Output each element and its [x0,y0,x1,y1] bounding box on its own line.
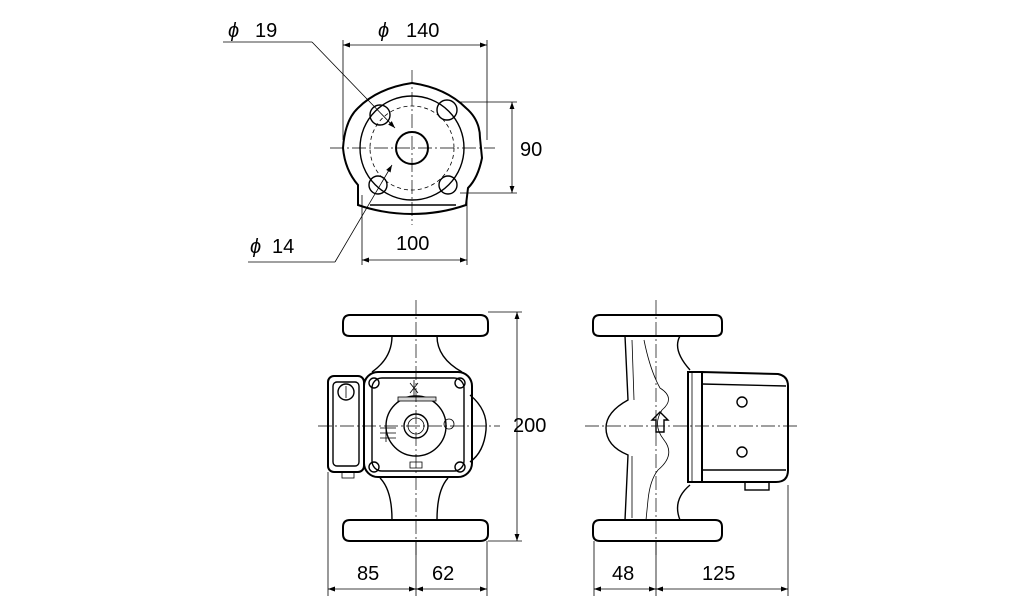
front-screw-bl [368,461,380,473]
side-top-flange [592,314,723,337]
dim-label-48: 48 [612,563,634,585]
dim-label-85: 85 [357,563,379,585]
dim-label-100: 100 [396,233,429,255]
front-motor-inner [371,377,465,472]
front-body-neck-bottom [379,477,449,521]
ce-mark [443,418,455,430]
bolt-hole-top-left [369,104,391,126]
side-body-right [676,335,691,521]
front-screw-tl [368,377,380,389]
flange-top-view [330,70,495,225]
dim-label-140: 140 [406,20,439,42]
side-screw-top [736,396,748,408]
dim-front-widths: 85 62 [327,472,488,596]
front-body-neck-top [371,335,463,373]
side-break-line-1 [643,339,670,521]
dim-flange-diameter: ϕ 140 [342,20,488,140]
svg-text:ϕ: ϕ [250,236,261,258]
dim-side-widths: 48 125 [593,485,789,596]
dim-label-62: 62 [432,563,454,585]
dim-hole-14: ϕ 14 [248,164,393,263]
side-terminal-box [744,481,770,491]
side-inner-pipe [631,339,635,518]
flange-outline [341,81,484,216]
front-screw-tr [454,377,466,389]
side-motor-flange [687,371,703,483]
control-box-inner [332,381,360,467]
dim-overall-height: 200 [488,311,546,542]
front-body-bulge [469,394,487,463]
control-cable-gland [341,471,355,479]
side-motor-housing [701,370,789,483]
bolt-hole-bottom-left [368,175,388,195]
front-motor-head [363,371,473,478]
dim-label-19: 19 [255,20,277,42]
side-bottom-flange [592,519,723,542]
dim-label-200: 200 [513,415,546,437]
flow-arrow-icon [650,411,670,433]
dim-label-125: 125 [702,563,735,585]
dim-horizontal-spacing: 100 [361,195,468,265]
bolt-hole-bottom-right [438,175,458,195]
bolt-hole-top-right [436,99,458,121]
svg-text:ϕ: ϕ [228,20,239,42]
pump-side-view [585,300,800,555]
dim-vertical-spacing: 90 [460,101,542,194]
front-bottom-flange [342,519,489,542]
setting-marks [380,424,396,442]
front-screw-br [454,461,466,473]
pump-front-view [318,300,500,555]
dim-label-14: 14 [272,236,294,258]
bottom-marks [409,461,423,469]
side-body-left [605,335,629,521]
front-top-flange [342,314,489,337]
side-screw-bottom [736,446,748,458]
dim-hole-19: ϕ 19 [223,20,396,129]
control-dial [337,383,355,401]
diameter-symbol: ϕ [378,20,389,42]
dim-label-90: 90 [520,139,542,161]
brand-text-strip [397,396,437,402]
brand-logo [409,380,419,396]
